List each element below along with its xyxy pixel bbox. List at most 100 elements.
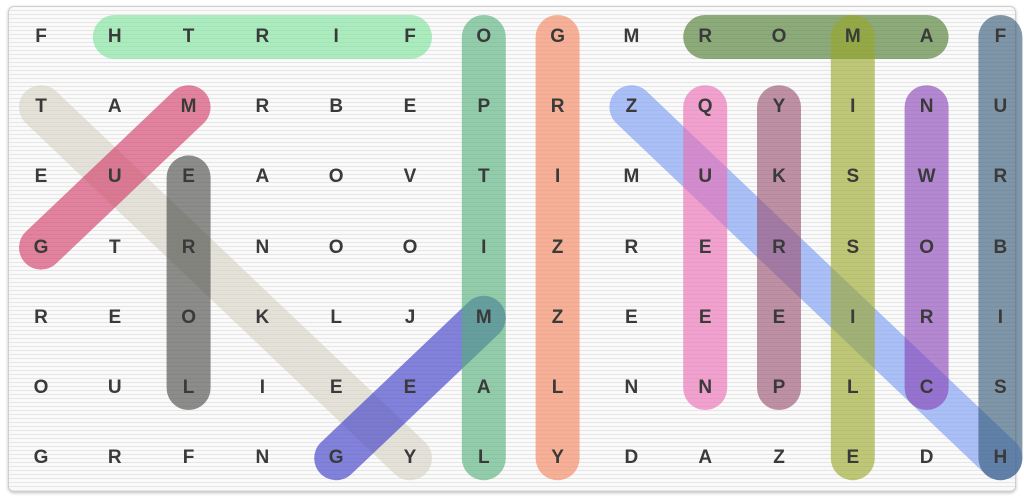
letter-cell[interactable]: U: [107, 166, 122, 188]
letter-cell[interactable]: E: [403, 96, 417, 118]
letter-cell[interactable]: O: [476, 26, 492, 47]
letter-cell[interactable]: N: [624, 377, 639, 398]
letter-cell[interactable]: E: [846, 447, 860, 469]
letter-cell[interactable]: P: [772, 377, 786, 398]
letter-cell[interactable]: L: [551, 377, 564, 398]
letter-cell[interactable]: Y: [551, 447, 564, 469]
letter-cell[interactable]: A: [476, 377, 491, 398]
letter-cell[interactable]: L: [182, 377, 195, 398]
letter-cell[interactable]: N: [919, 96, 934, 118]
letter-cell[interactable]: O: [181, 306, 196, 328]
letter-cell[interactable]: L: [846, 377, 859, 398]
letter-cell[interactable]: E: [108, 306, 122, 328]
letter-cell[interactable]: A: [698, 447, 713, 469]
letter-cell[interactable]: E: [772, 306, 786, 328]
letter-cell[interactable]: A: [107, 96, 122, 118]
letter-cell[interactable]: Z: [625, 96, 638, 118]
letter-cell[interactable]: Y: [772, 96, 786, 118]
letter-cell[interactable]: M: [844, 26, 861, 47]
letter-cell[interactable]: E: [698, 236, 712, 258]
letter-cell[interactable]: R: [698, 26, 713, 47]
letter-cell[interactable]: F: [404, 26, 416, 47]
letter-cell[interactable]: F: [35, 26, 47, 47]
letter-cell[interactable]: B: [329, 96, 344, 118]
letter-cell[interactable]: T: [108, 236, 121, 258]
letter-cell[interactable]: Z: [551, 306, 564, 328]
letter-cell[interactable]: B: [993, 236, 1008, 258]
letter-cell[interactable]: I: [259, 377, 266, 398]
letter-cell[interactable]: R: [919, 306, 934, 328]
letter-cell[interactable]: M: [180, 96, 197, 118]
letter-cell[interactable]: H: [993, 447, 1008, 469]
letter-cell[interactable]: E: [625, 306, 638, 328]
letter-cell[interactable]: S: [994, 377, 1007, 398]
letter-cell[interactable]: V: [403, 166, 417, 188]
letter-cell[interactable]: A: [919, 26, 934, 47]
letter-cell[interactable]: H: [107, 26, 122, 47]
letter-cell[interactable]: F: [182, 447, 195, 469]
letter-cell[interactable]: E: [182, 166, 195, 188]
letter-cell[interactable]: R: [550, 96, 565, 118]
letter-cell[interactable]: I: [481, 236, 487, 258]
letter-cell[interactable]: K: [255, 306, 270, 328]
letter-cell[interactable]: F: [994, 26, 1007, 47]
letter-cell[interactable]: E: [329, 377, 343, 398]
letter-cell[interactable]: R: [255, 26, 270, 47]
letter-cell[interactable]: Q: [697, 96, 713, 118]
letter-cell[interactable]: Z: [551, 236, 564, 258]
letter-cell[interactable]: T: [182, 26, 195, 47]
letter-cell[interactable]: O: [919, 236, 934, 258]
letter-cell[interactable]: R: [993, 166, 1008, 188]
letter-cell[interactable]: E: [403, 377, 417, 398]
letter-cell[interactable]: K: [772, 166, 786, 188]
letter-cell[interactable]: A: [255, 166, 270, 188]
letter-cell[interactable]: W: [917, 166, 936, 188]
letter-cell[interactable]: U: [107, 377, 122, 398]
letter-cell[interactable]: M: [623, 166, 640, 188]
letter-cell[interactable]: I: [997, 306, 1004, 328]
letter-cell[interactable]: O: [328, 166, 344, 188]
letter-cell[interactable]: G: [550, 26, 565, 47]
letter-cell[interactable]: I: [850, 306, 856, 328]
letter-cell[interactable]: T: [477, 166, 490, 188]
letter-cell[interactable]: D: [919, 447, 934, 469]
letter-cell[interactable]: O: [328, 236, 344, 258]
letter-cell[interactable]: J: [404, 306, 416, 328]
letter-cell[interactable]: O: [402, 236, 418, 258]
letter-cell[interactable]: G: [33, 236, 49, 258]
letter-cell[interactable]: R: [34, 306, 48, 328]
letter-cell[interactable]: R: [107, 447, 122, 469]
letter-cell[interactable]: I: [554, 166, 561, 188]
letter-cell[interactable]: I: [850, 96, 856, 118]
letter-cell[interactable]: L: [477, 447, 490, 469]
letter-cell[interactable]: S: [846, 166, 860, 188]
letter-cell[interactable]: M: [623, 26, 640, 47]
letter-cell[interactable]: I: [333, 26, 339, 47]
letter-cell[interactable]: N: [255, 447, 270, 469]
letter-cell[interactable]: R: [181, 236, 196, 258]
found-word-highlight-4: [314, 295, 506, 481]
letter-cell[interactable]: O: [771, 26, 787, 47]
letter-cell[interactable]: D: [624, 447, 639, 469]
letter-cell[interactable]: L: [330, 306, 342, 328]
letter-cell[interactable]: R: [255, 96, 270, 118]
letter-cell[interactable]: O: [33, 377, 49, 398]
letter-cell[interactable]: R: [624, 236, 639, 258]
letter-cell[interactable]: N: [255, 236, 270, 258]
letter-cell[interactable]: R: [772, 236, 786, 258]
letter-cell[interactable]: C: [919, 377, 934, 398]
letter-cell[interactable]: Z: [773, 447, 785, 469]
letter-cell[interactable]: E: [698, 306, 712, 328]
letter-cell[interactable]: G: [328, 447, 344, 469]
letter-cell[interactable]: T: [35, 96, 47, 118]
letter-cell[interactable]: N: [698, 377, 713, 398]
letter-cell[interactable]: S: [846, 236, 860, 258]
letter-cell[interactable]: U: [993, 96, 1008, 118]
letter-cell[interactable]: M: [475, 306, 492, 328]
letter-cell[interactable]: P: [477, 96, 491, 118]
found-word-highlight-2: [19, 85, 211, 270]
letter-cell[interactable]: Y: [403, 447, 417, 469]
letter-cell[interactable]: E: [34, 166, 48, 188]
letter-cell[interactable]: G: [33, 447, 49, 469]
letter-cell[interactable]: U: [698, 166, 713, 188]
